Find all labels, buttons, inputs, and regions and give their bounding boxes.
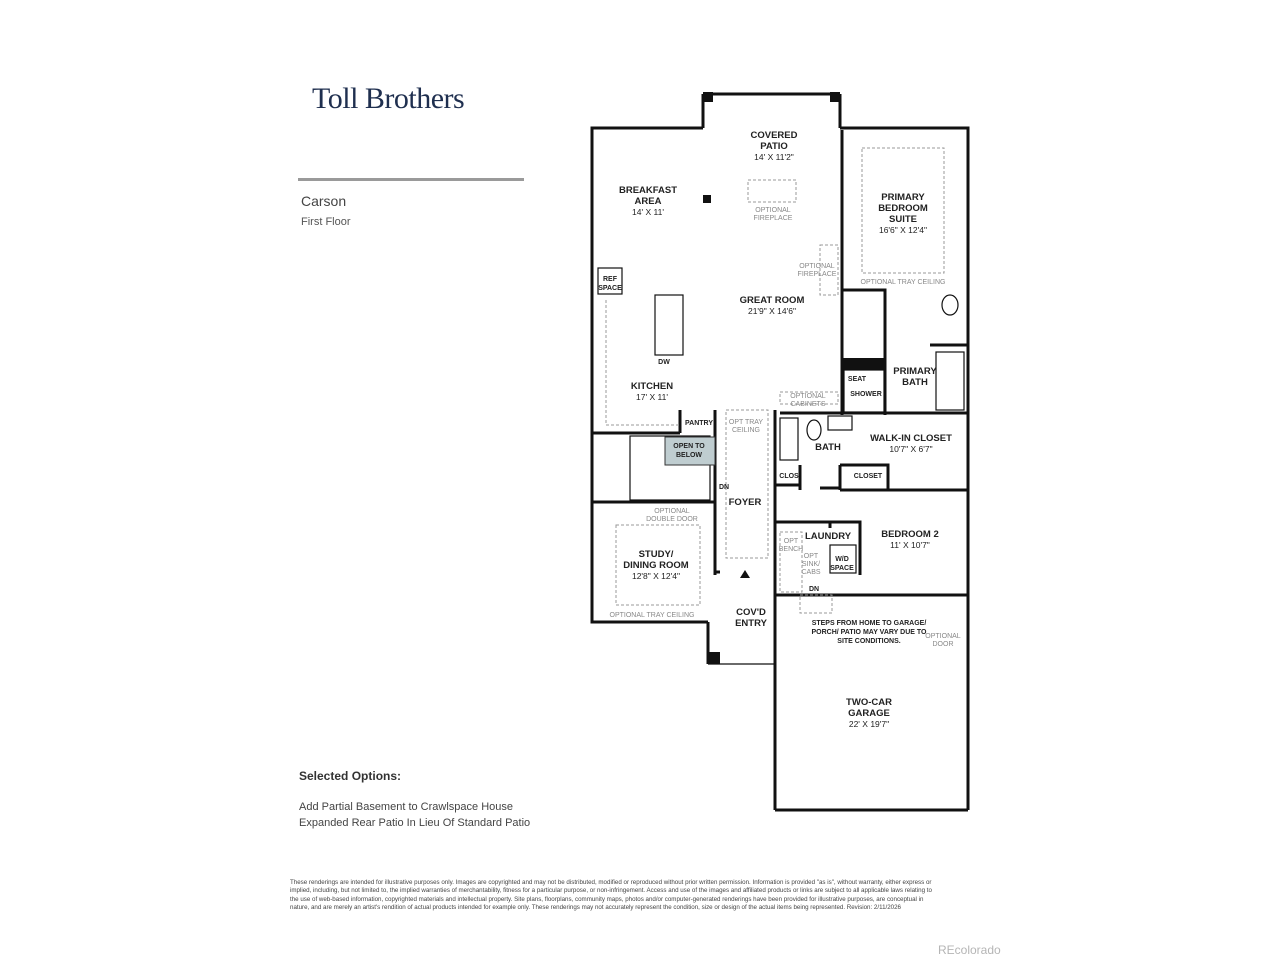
study-dims: 12'8" X 12'4"	[632, 571, 680, 581]
open-to-below-label: OPEN TO	[673, 443, 705, 450]
bath-label: BATH	[815, 442, 841, 453]
primary-suite-label-3: SUITE	[889, 214, 917, 225]
bedroom2-label: BEDROOM 2	[881, 529, 939, 540]
optional-fireplace-label-2: FIREPLACE	[754, 215, 793, 222]
study-label-2: DINING ROOM	[623, 560, 689, 571]
dn-garage-label: DN	[809, 586, 819, 593]
selected-option-item: Expanded Rear Patio In Lieu Of Standard …	[299, 817, 531, 829]
optional-fireplace-label-b: OPTIONAL	[799, 263, 835, 270]
opt-bench-label-2: BENCH	[779, 546, 804, 553]
brand-logo: Toll Brothers	[312, 82, 465, 115]
covered-patio-dims: 14' X 11'2"	[754, 152, 794, 162]
optional-door-label-2: DOOR	[933, 641, 954, 648]
open-to-below-label-2: BELOW	[676, 452, 702, 459]
optional-tray-ceiling-study-label: OPTIONAL TRAY CEILING	[610, 612, 695, 619]
dw-label: DW	[658, 359, 670, 366]
bedroom2-dims: 11' X 10'7"	[890, 540, 930, 550]
primary-bath-label-2: BATH	[902, 377, 928, 388]
kitchen-dims: 17' X 11'	[636, 392, 668, 402]
kitchen-label: KITCHEN	[631, 381, 673, 392]
walk-in-closet-label: WALK-IN CLOSET	[870, 433, 952, 444]
great-room-dims: 21'9" X 14'6"	[748, 306, 796, 316]
great-room-label: GREAT ROOM	[740, 295, 805, 306]
wd-space-label: W/D	[835, 556, 849, 563]
selected-options-title: Selected Options:	[299, 769, 402, 783]
ref-space-label: REF	[603, 276, 618, 283]
ref-space-label-2: SPACE	[598, 285, 622, 292]
dn-stairs-label: DN	[719, 484, 729, 491]
opt-sink-label-2: SINK/	[802, 561, 820, 568]
wd-space-label-2: SPACE	[830, 565, 854, 572]
room-labels: COVERED PATIO 14' X 11'2" BREAKFAST AREA…	[598, 130, 961, 729]
opt-tray-ceiling-label-2: CEILING	[732, 427, 760, 434]
foyer-label: FOYER	[729, 497, 762, 508]
primary-suite-label-2: BEDROOM	[878, 203, 928, 214]
primary-bath-label: PRIMARY	[893, 366, 937, 377]
clos-label: CLOS	[779, 473, 799, 480]
breakfast-dims: 14' X 11'	[632, 207, 664, 217]
plan-floor: First Floor	[301, 216, 351, 228]
walk-in-closet-dims: 10'7" X 6'7"	[889, 444, 932, 454]
garage-dims: 22' X 19'7"	[849, 719, 889, 729]
opt-tray-ceiling-label: OPT TRAY	[729, 419, 764, 426]
divider	[298, 178, 524, 181]
garage-label-2: GARAGE	[848, 708, 890, 719]
shower-label: SHOWER	[850, 391, 882, 398]
opt-sink-label-3: CABS	[801, 569, 820, 576]
steps-note-3: SITE CONDITIONS.	[837, 638, 900, 645]
optional-tray-ceiling-label: OPTIONAL TRAY CEILING	[861, 279, 946, 286]
study-label: STUDY/	[639, 549, 674, 560]
walls	[590, 92, 970, 812]
covd-entry-label-2: ENTRY	[735, 618, 768, 629]
optional-cabinets-label-2: CABINETS	[790, 401, 825, 408]
closet-label: CLOSET	[854, 473, 883, 480]
primary-suite-label: PRIMARY	[881, 192, 925, 203]
steps-note-2: PORCH/ PATIO MAY VARY DUE TO	[811, 629, 927, 636]
pantry-label: PANTRY	[685, 420, 713, 427]
optional-fireplace-label: OPTIONAL	[755, 207, 791, 214]
selected-option-item: Add Partial Basement to Crawlspace House	[299, 801, 513, 813]
disclaimer-text: These renderings are intended for illust…	[290, 879, 932, 912]
garage-label: TWO-CAR	[846, 697, 892, 708]
optional-door-label: OPTIONAL	[925, 633, 961, 640]
laundry-label: LAUNDRY	[805, 531, 852, 542]
covered-patio-label: COVERED	[751, 130, 798, 141]
optional-fireplace-label-b2: FIREPLACE	[798, 271, 837, 278]
opt-sink-label: OPT	[804, 553, 819, 560]
primary-suite-dims: 16'6" X 12'4"	[879, 225, 927, 235]
optional-double-door-label: OPTIONAL	[654, 508, 690, 515]
steps-note: STEPS FROM HOME TO GARAGE/	[812, 620, 927, 627]
optional-double-door-label-2: DOUBLE DOOR	[646, 516, 698, 523]
breakfast-label: BREAKFAST	[619, 185, 677, 196]
credit-watermark: REcolorado	[938, 943, 1001, 957]
breakfast-label-2: AREA	[635, 196, 662, 207]
optional-cabinets-label: OPTIONAL	[790, 393, 826, 400]
seat-label: SEAT	[848, 376, 867, 383]
covd-entry-label: COV'D	[736, 607, 766, 618]
opt-bench-label: OPT	[784, 538, 799, 545]
covered-patio-label-2: PATIO	[760, 141, 788, 152]
plan-name: Carson	[301, 193, 347, 209]
fixtures	[597, 147, 965, 614]
